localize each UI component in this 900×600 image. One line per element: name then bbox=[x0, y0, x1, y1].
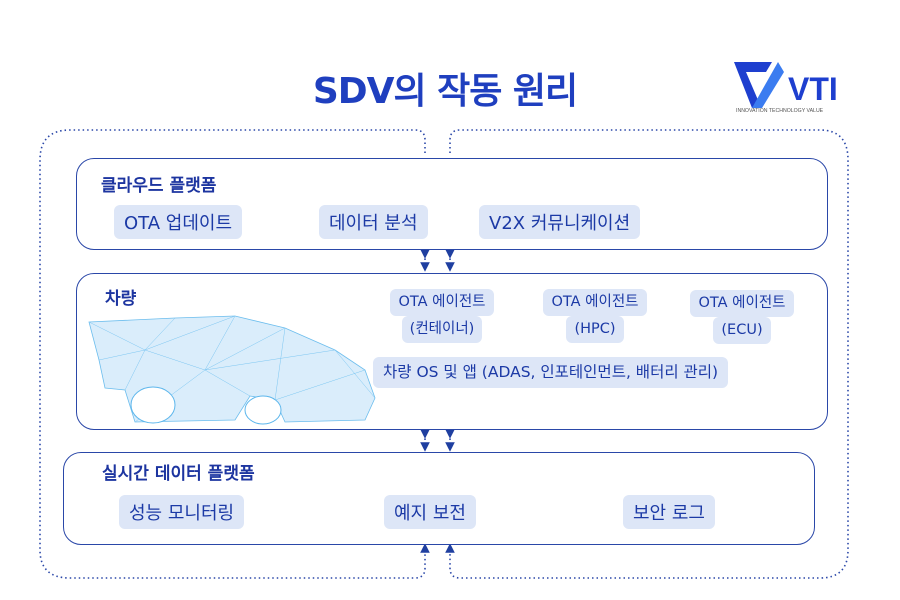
realtime-heading: 실시간 데이터 플랫폼 bbox=[102, 464, 255, 484]
chip-ota-update: OTA 업데이트 bbox=[114, 205, 243, 239]
vehicle-os-apps: 차량 OS 및 앱 (ADAS, 인포테인먼트, 배터리 관리) bbox=[373, 357, 729, 388]
chip-data-analysis: 데이터 분석 bbox=[319, 205, 428, 239]
logo-mark-icon: VTI INNOVATION TECHNOLOGY VALUE bbox=[734, 62, 838, 114]
chip-predictive-maintenance: 예지 보전 bbox=[384, 495, 476, 529]
ota-agent-ecu: OTA 에이전트(ECU) bbox=[682, 290, 802, 344]
ota-agent-container: OTA 에이전트(컨테이너) bbox=[382, 289, 502, 343]
agent-line2: (ECU) bbox=[713, 317, 771, 344]
chip-performance-monitoring: 성능 모니터링 bbox=[119, 495, 245, 529]
agent-line1: OTA 에이전트 bbox=[690, 290, 794, 317]
agent-line2: (컨테이너) bbox=[401, 316, 483, 343]
svg-text:VTI: VTI bbox=[788, 71, 838, 107]
agent-line1: OTA 에이전트 bbox=[390, 289, 494, 316]
cloud-heading: 클라우드 플랫폼 bbox=[101, 176, 217, 196]
agent-line1: OTA 에이전트 bbox=[543, 289, 647, 316]
vti-logo: VTI INNOVATION TECHNOLOGY VALUE bbox=[732, 60, 852, 115]
car-wireframe-icon bbox=[88, 315, 376, 425]
vehicle-box: 차량 OTA 에이전트(컨테이너) OTA 에이전트(HPC) OTA 에이전트… bbox=[76, 273, 828, 430]
realtime-data-platform-box: 실시간 데이터 플랫폼 성능 모니터링 예지 보전 보안 로그 bbox=[63, 452, 815, 545]
agent-line2: (HPC) bbox=[566, 316, 624, 343]
svg-text:INNOVATION TECHNOLOGY VALUE: INNOVATION TECHNOLOGY VALUE bbox=[736, 108, 824, 114]
chip-v2x: V2X 커뮤니케이션 bbox=[479, 205, 641, 239]
ota-agent-hpc: OTA 에이전트(HPC) bbox=[535, 289, 655, 343]
chip-security-log: 보안 로그 bbox=[623, 495, 715, 529]
page-title: SDV의 작동 원리 bbox=[312, 71, 578, 112]
os-label: 차량 OS 및 앱 (ADAS, 인포테인먼트, 배터리 관리) bbox=[373, 357, 729, 388]
cloud-platform-box: 클라우드 플랫폼 OTA 업데이트 데이터 분석 V2X 커뮤니케이션 bbox=[76, 158, 828, 250]
vehicle-heading: 차량 bbox=[105, 289, 137, 309]
